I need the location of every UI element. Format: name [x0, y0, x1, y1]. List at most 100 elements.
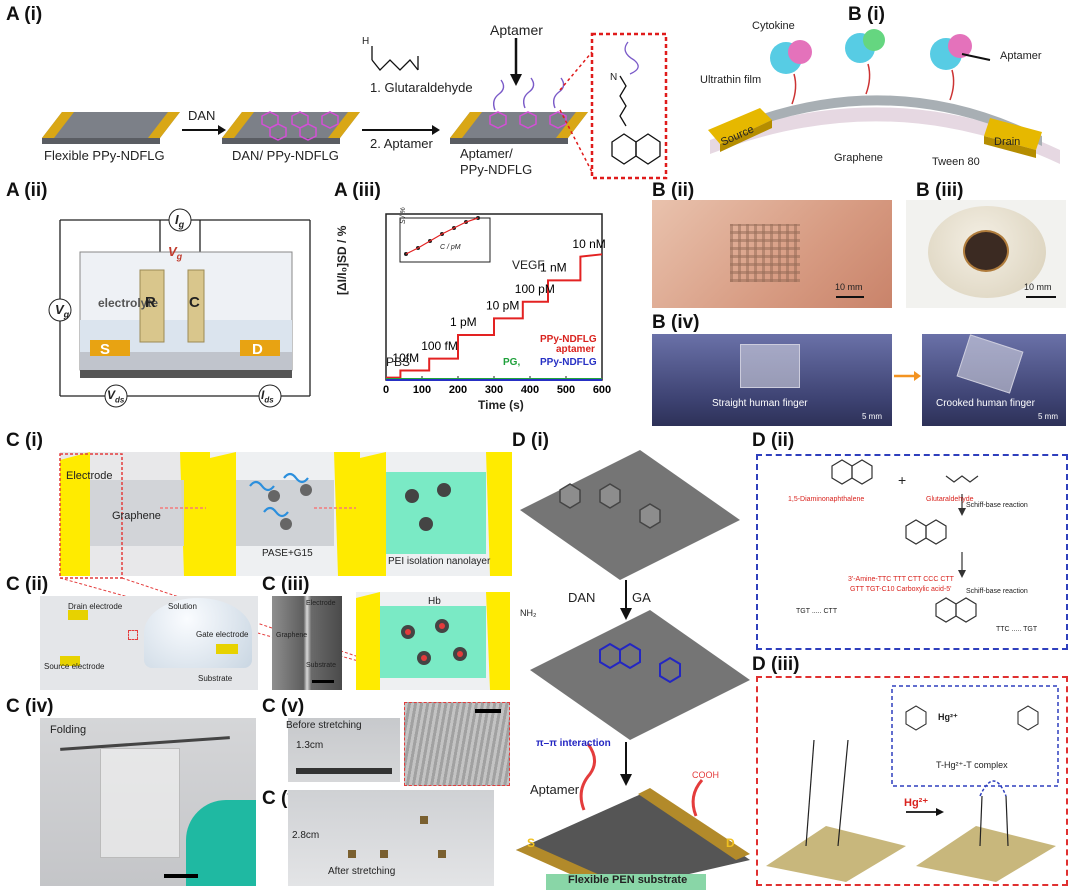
label-seq-2: GTT TGT-C10 Carboxylic acid-5': [850, 586, 952, 593]
label-electrode-c: Electrode: [66, 470, 113, 482]
zoom-box: [590, 32, 668, 180]
label-pei: PEI isolation nanolayer: [388, 556, 491, 567]
scale-b-ii: 10 mm: [835, 282, 863, 292]
label-drain-c: Drain electrode: [68, 602, 123, 611]
finger-device-1: [740, 344, 800, 388]
gate-pad: [216, 644, 238, 654]
a-i-schematic: [42, 32, 668, 180]
chip-flexible-ppy: [42, 112, 180, 144]
label-step1: 1. Glutaraldehyde: [370, 80, 473, 95]
label-o-1: H: [362, 36, 370, 47]
label-crooked: Crooked human finger: [936, 398, 1035, 409]
label-seq-1: 3'-Amine-TTC TTT CTT CCC CTT: [848, 576, 954, 583]
d-ii-reaction-box: [756, 454, 1068, 650]
label-aptamer-ppy-2: PPy-NDFLG: [460, 162, 533, 177]
label-hg-center: Hg²⁺: [938, 712, 958, 722]
label-cytokine: Cytokine: [752, 20, 795, 32]
folded-film: [100, 748, 180, 858]
scale-b-iii: 10 mm: [1024, 282, 1052, 292]
inset-fit: [405, 217, 479, 255]
label-n-1: N: [610, 72, 618, 83]
label-hg-arrow: Hg²⁺: [904, 797, 929, 809]
panel-label-c-ii: C (ii): [6, 574, 49, 595]
d-iii-hg-detection: [766, 685, 1059, 882]
a-ii-gfet-circuit: [48, 208, 311, 408]
label-hb: Hb: [428, 596, 441, 607]
d-ii-reaction-scheme: [831, 459, 979, 623]
x-tick-label: 400: [521, 384, 539, 396]
x-tick-label: 500: [557, 384, 575, 396]
label-ga: GA: [632, 590, 651, 605]
label-plus: +: [898, 472, 907, 488]
label-solution: Solution: [168, 602, 197, 611]
label-nh2-d: NH₂: [520, 608, 537, 618]
label-straight: Straight human finger: [712, 398, 808, 409]
chip-dan-ppy: [222, 111, 360, 144]
conc-label: 100 pM: [515, 282, 555, 296]
drain-electrode: [984, 118, 1042, 158]
series-line: [386, 253, 603, 379]
c-v-before-photo: [288, 718, 400, 782]
chart-xlabel: Time (s): [478, 398, 524, 412]
label-electrode-tem: Electrode: [306, 600, 336, 607]
skin-electrode-array: [730, 224, 800, 282]
panel-label-a-i: A (i): [6, 4, 43, 25]
legend-blue: PPy-NDFLG: [540, 357, 597, 368]
label-dap: 1,5-Diaminonaphthalene: [788, 496, 865, 503]
dome-electrode: [963, 230, 1009, 272]
conc-label: 1 pM: [450, 315, 477, 329]
c-ii-device-render: [40, 596, 258, 690]
inset-xlabel: C / pM: [440, 244, 461, 251]
label-dan-arrow: DAN: [188, 108, 216, 123]
inset-frame: [399, 217, 491, 263]
chip-aptamer-ppy: [450, 77, 588, 144]
glove: [186, 800, 256, 886]
label-pen-substrate: Flexible PEN substrate: [568, 874, 688, 886]
d-iii-box: [756, 676, 1068, 886]
photo-straight-finger: Straight human finger 5 mm: [652, 334, 892, 426]
label-ttc: TTC ..... TGT: [996, 626, 1038, 633]
label-substrate-c: Substrate: [198, 674, 233, 683]
b-i-device-illustration: [708, 29, 1060, 164]
label-glut: Glutaraldehyde: [926, 496, 974, 503]
label-dan-d: DAN: [568, 590, 596, 605]
photo-crooked-finger: Crooked human finger 5 mm: [922, 334, 1066, 426]
label-source-c: Source electrode: [44, 662, 105, 671]
inset-ylabel: S / %: [400, 207, 407, 224]
label-d: D: [252, 341, 263, 358]
panel-label-d-iii: D (iii): [752, 654, 800, 675]
channel-zoom-box: [128, 630, 138, 640]
label-vds: Vds: [107, 388, 125, 405]
panel-label-b-ii: B (ii): [652, 180, 695, 201]
label-ultrathin: Ultrathin film: [700, 74, 762, 86]
label-graphene-c: Graphene: [112, 510, 161, 522]
scale-b-iv-2: 5 mm: [1038, 412, 1058, 421]
label-cooh-d: COOH: [692, 770, 719, 780]
glutaraldehyde-structure: [371, 46, 419, 71]
label-complex: T-Hg²⁺-T complex: [936, 760, 1008, 770]
panel-label-d-i: D (i): [512, 430, 549, 451]
panel-label-c-v: C (v): [262, 696, 305, 717]
label-aptamer-a: Aptamer: [490, 22, 543, 38]
c-vi-after-photo: [288, 790, 494, 886]
panel-label-c-i: C (i): [6, 430, 43, 451]
label-aptamer-b: Aptamer: [1000, 50, 1042, 62]
label-s-d: S: [527, 836, 536, 850]
arrow-finger: [894, 371, 921, 381]
label-schiff-1: Schiff-base reaction: [966, 502, 1028, 509]
solution-droplet: [144, 598, 252, 668]
label-d-d: D: [726, 836, 735, 850]
photo-dome-device: 10 mm: [906, 200, 1066, 308]
label-c: C: [189, 294, 200, 311]
scale-b-iv-1: 5 mm: [862, 412, 882, 421]
c-i-fabrication-steps: [60, 452, 512, 576]
panel-label-a-ii: A (ii): [6, 180, 48, 201]
panel-label-a-iii: A (iii): [334, 180, 381, 201]
label-ig: Ig: [175, 212, 185, 230]
panel-label-b-i: B (i): [848, 4, 885, 25]
c-i-hb-binding: [356, 592, 510, 690]
conc-label: 100 fM: [421, 339, 458, 353]
source-electrode: [708, 108, 772, 152]
label-electrolyte: electrolyte: [98, 296, 159, 310]
